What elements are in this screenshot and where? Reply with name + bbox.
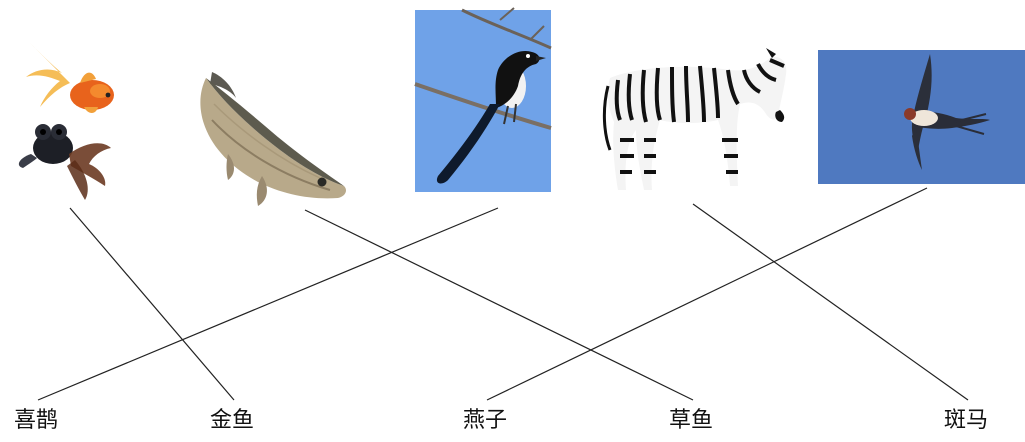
label-swallow: 燕子 — [463, 408, 508, 433]
magpie-icon — [414, 7, 552, 192]
connector-line — [304, 209, 694, 401]
swallow-icon — [818, 50, 1025, 184]
connector-line — [692, 203, 969, 401]
zebra-icon — [602, 48, 787, 191]
label-magpie: 喜鹊 — [14, 408, 59, 433]
connector-lines — [37, 187, 969, 401]
goldfish-icon — [18, 43, 114, 200]
label-zebra: 斑马 — [944, 408, 989, 433]
connector-line — [37, 207, 499, 401]
label-goldfish: 金鱼 — [210, 408, 255, 433]
connector-line — [69, 207, 235, 401]
label-grass-carp: 草鱼 — [669, 408, 714, 433]
grass-carp-icon — [200, 72, 346, 206]
connector-line — [486, 187, 928, 401]
